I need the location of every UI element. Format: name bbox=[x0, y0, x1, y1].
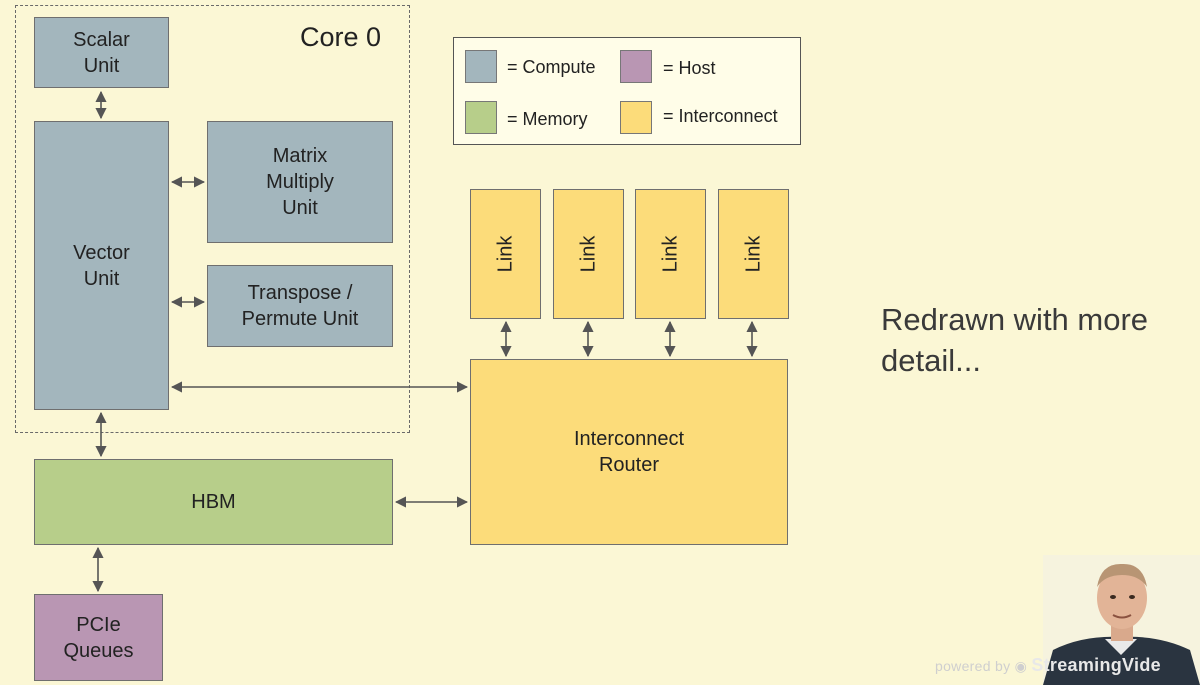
legend-host-label: = Host bbox=[663, 58, 716, 78]
pcie-queues-block: PCIe Queues bbox=[34, 594, 163, 681]
link-label: Link bbox=[577, 235, 600, 273]
link-block-3: Link bbox=[635, 189, 706, 319]
legend-interconnect-label: = Interconnect bbox=[663, 106, 778, 126]
interconnect-router-block: Interconnect Router bbox=[470, 359, 788, 545]
core-label: Core 0 bbox=[300, 22, 382, 52]
legend: = Compute = Host = Memory = Interconnect bbox=[453, 37, 801, 145]
watermark-logo-icon: ◉ bbox=[1014, 658, 1028, 674]
watermark-prefix: powered by bbox=[935, 658, 1011, 674]
link-label: Link bbox=[742, 235, 765, 273]
scalar-unit-block: Scalar Unit bbox=[34, 17, 169, 88]
slide-caption: Redrawn with more detail... bbox=[881, 302, 1149, 378]
link-label: Link bbox=[659, 235, 682, 273]
compute-swatch bbox=[465, 50, 497, 83]
matrix-multiply-unit-block: Matrix Multiply Unit bbox=[207, 121, 393, 243]
core-boundary bbox=[15, 5, 410, 433]
link-block-2: Link bbox=[553, 189, 624, 319]
streaming-watermark: powered by ◉ StreamingVide bbox=[935, 655, 1161, 676]
presenter-video bbox=[1043, 555, 1200, 685]
link-block-4: Link bbox=[718, 189, 789, 319]
host-swatch bbox=[620, 50, 652, 83]
interconnect-swatch bbox=[620, 101, 652, 134]
link-label: Link bbox=[494, 235, 517, 273]
vector-unit-block: Vector Unit bbox=[34, 121, 169, 410]
memory-swatch bbox=[465, 101, 497, 134]
watermark-brand: StreamingVide bbox=[1031, 655, 1161, 675]
legend-compute-label: = Compute bbox=[507, 57, 596, 77]
link-block-1: Link bbox=[470, 189, 541, 319]
transpose-permute-unit-block: Transpose / Permute Unit bbox=[207, 265, 393, 347]
hbm-block: HBM bbox=[34, 459, 393, 545]
legend-memory-label: = Memory bbox=[507, 109, 588, 129]
